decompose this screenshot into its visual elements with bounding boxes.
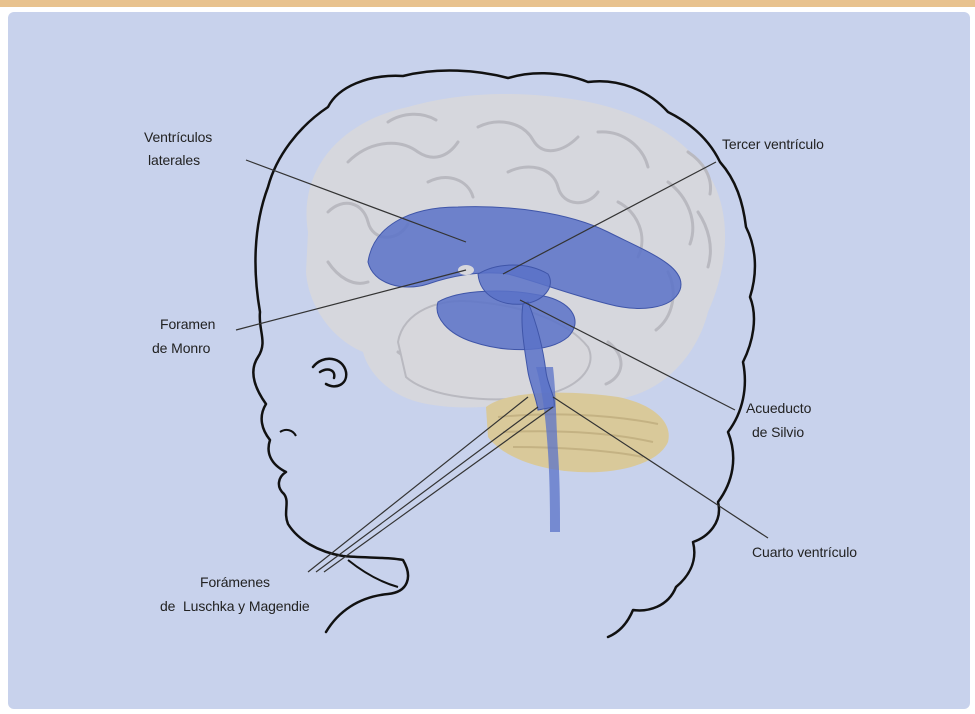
diagram-panel: Ventrículos laterales Tercer ventrículo … [8, 12, 970, 709]
label-foramen-monro-line1: Foramen [160, 314, 215, 334]
label-acueducto-silvio-line2: de Silvio [752, 422, 804, 442]
label-foramenes-line1: Forámenes [200, 572, 270, 592]
brain-ventricles-diagram [8, 12, 970, 709]
label-acueducto-silvio-line1: Acueducto [746, 398, 811, 418]
label-ventriculos-laterales-line2: laterales [148, 150, 200, 170]
label-ventriculos-laterales-line1: Ventrículos [144, 127, 212, 147]
label-foramenes-line2: de Luschka y Magendie [160, 596, 310, 616]
label-foramen-monro-line2: de Monro [152, 338, 210, 358]
top-accent-band [0, 0, 975, 7]
label-tercer-ventriculo: Tercer ventrículo [722, 134, 824, 154]
label-cuarto-ventriculo: Cuarto ventrículo [752, 542, 857, 562]
